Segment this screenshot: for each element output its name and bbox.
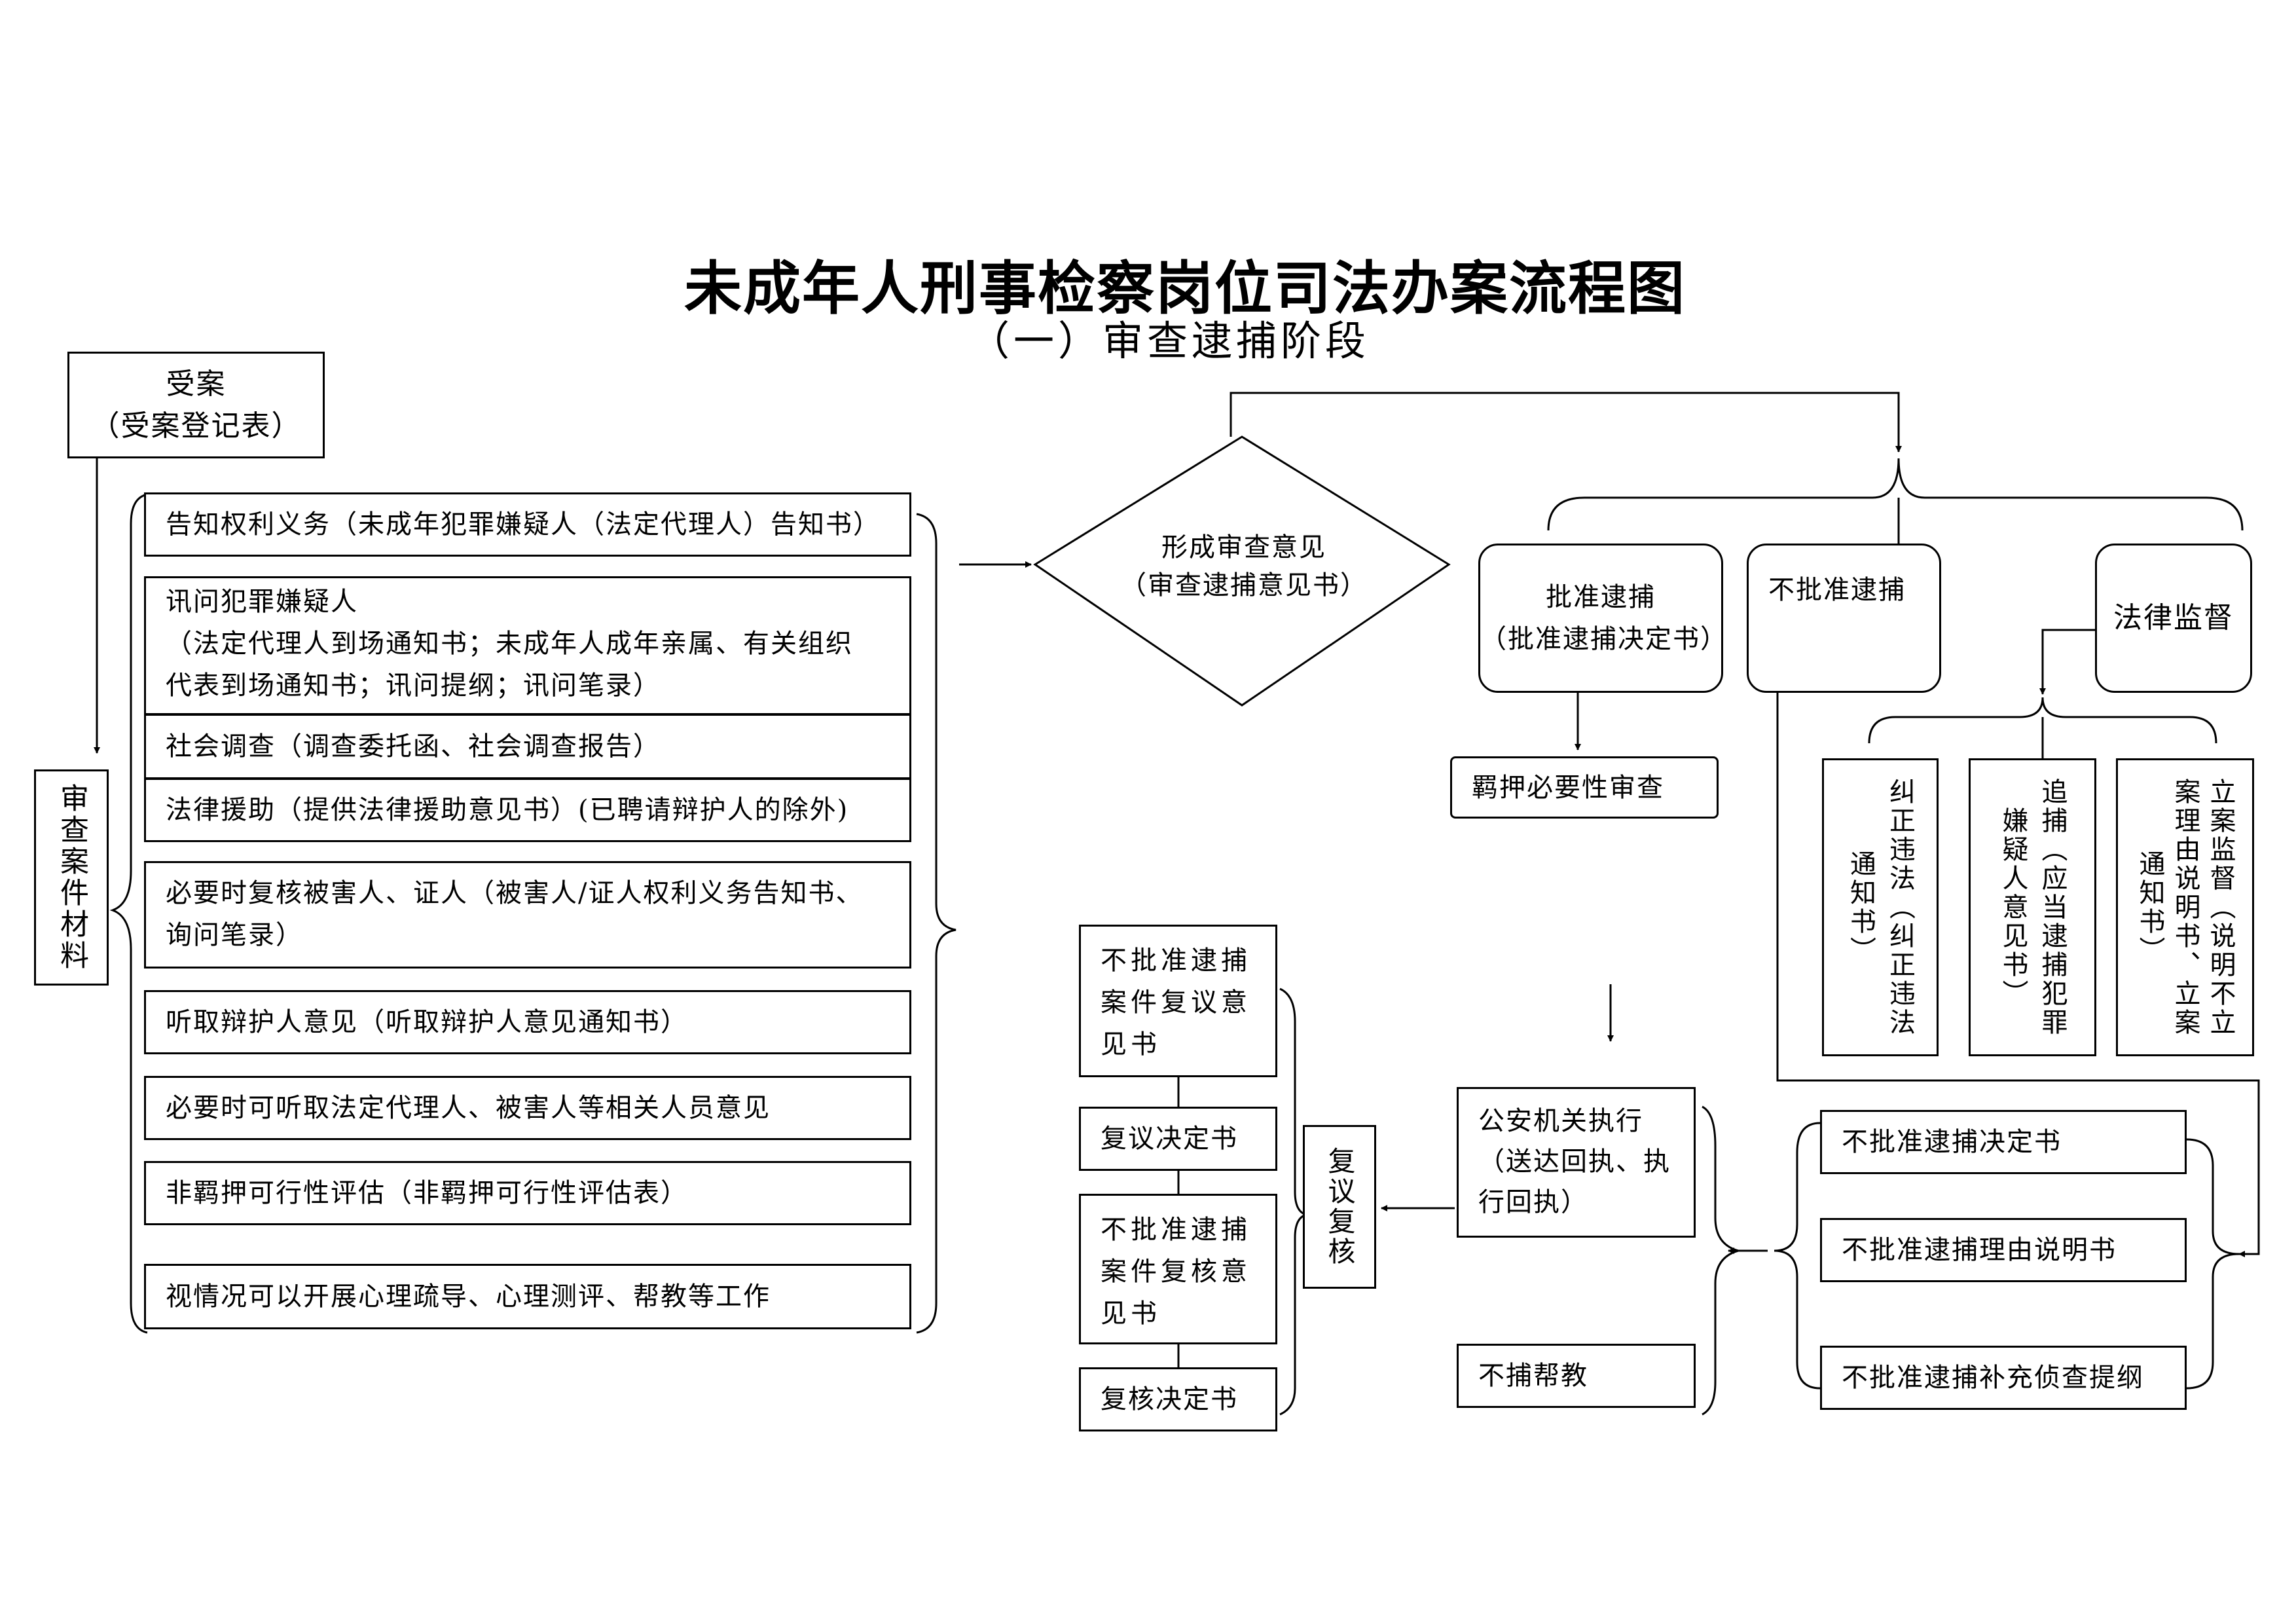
doc-reject-decision-text: 不批准逮捕决定书 [1842,1127,2062,1157]
police-help-brace [1702,1105,1742,1416]
approve-arrest-title: 批准逮捕 [1546,582,1656,612]
supervision-correct-violation: 纠正违法（纠正违法通知书） [1822,758,1939,1056]
top-three-brace [1547,458,2244,531]
step-rights-notice: 告知权利义务（未成年犯罪嫌疑人（法定代理人）告知书） [144,492,911,557]
reject-arrest-box: 不批准逮捕 [1747,544,1941,693]
detention-review-box: 羁押必要性审查 [1450,756,1719,819]
supervision-pursue-arrest-text: 追捕（应当逮捕犯罪嫌疑人意见书） [1997,777,2068,1037]
doc-reject-reasons-text: 不批准逮捕理由说明书 [1842,1235,2117,1265]
supervision-pursue-arrest: 追捕（应当逮捕犯罪嫌疑人意见书） [1969,758,2096,1056]
step-non-custody-assessment-text: 非羁押可行性评估（非羁押可行性评估表） [166,1178,688,1208]
supervision-branch [2039,629,2095,695]
step-witness-review-text: 必要时复核被害人、证人（被害人/证人权利义务告知书、询问笔录） [166,878,864,950]
step-related-opinions-text: 必要时可听取法定代理人、被害人等相关人员意见 [166,1093,771,1123]
intake-label: 受案 [166,367,227,401]
decision-title: 形成审查意见 [1161,532,1326,563]
step-social-survey: 社会调查（调查委托函、社会调查报告） [144,714,911,779]
reject-docs-left-brace [1774,1122,1821,1390]
decision-label: 形成审查意见 （审查逮捕意见书） [1087,530,1401,602]
right-brace [916,513,957,1334]
doc-review-opinion-text: 不批准逮捕案件复核意见书 [1101,1215,1251,1329]
review-materials-box: 审查案件材料 [34,769,109,986]
step-defense-opinion-text: 听取辩护人意见（听取辩护人意见通知书） [166,1007,688,1037]
step-non-custody-assessment: 非羁押可行性评估（非羁押可行性评估表） [144,1161,911,1225]
intake-doc: （受案登记表） [90,409,302,443]
doc-reject-decision: 不批准逮捕决定书 [1820,1110,2187,1174]
detention-review-label: 羁押必要性审查 [1472,772,1664,803]
supervision-brace [1868,697,2217,744]
doc-reconsider-decision-text: 复议决定书 [1101,1124,1238,1154]
supervision-correct-violation-text: 纠正违法（纠正违法通知书） [1846,777,1915,1037]
doc-review-opinion: 不批准逮捕案件复核意见书 [1079,1194,1277,1344]
left-brace [109,493,148,1334]
supervision-case-filing-text: 立案监督（说明不立案理由说明书、立案通知书） [2134,777,2236,1037]
doc-reconsider-opinion-text: 不批准逮捕案件复议意见书 [1101,946,1251,1060]
doc-reject-supplement-text: 不批准逮捕补充侦查提纲 [1842,1363,2144,1393]
legal-supervision-title: 法律监督 [2113,601,2234,635]
step-interrogation-title: 讯问犯罪嫌疑人 [166,587,358,617]
doc-review-decision: 复核决定书 [1079,1367,1277,1431]
doc-reject-reasons: 不批准逮捕理由说明书 [1820,1218,2187,1282]
doc-reconsider-decision: 复议决定书 [1079,1107,1277,1171]
reject-arrest-title: 不批准逮捕 [1768,575,1906,605]
reconsider-review-label: 复议复核 [1324,1147,1356,1267]
step-witness-review: 必要时复核被害人、证人（被害人/证人权利义务告知书、询问笔录） [144,861,911,969]
step-social-survey-text: 社会调查（调查委托函、社会调查报告） [166,731,661,762]
decision-diamond [1033,435,1451,707]
intake-box: 受案 （受案登记表） [67,352,325,458]
approve-arrest-doc: （批准逮捕决定书） [1480,624,1728,654]
doc-reject-supplement: 不批准逮捕补充侦查提纲 [1820,1346,2187,1410]
approve-arrest-box: 批准逮捕 （批准逮捕决定书） [1478,544,1728,693]
doc-review-decision-text: 复核决定书 [1101,1384,1238,1414]
no-arrest-help-label: 不捕帮教 [1478,1361,1588,1391]
step-rights-notice-text: 告知权利义务（未成年犯罪嫌疑人（法定代理人）告知书） [166,509,881,540]
page-subtitle: （一）审查逮捕阶段 [969,317,1370,365]
step-defense-opinion: 听取辩护人意见（听取辩护人意见通知书） [144,990,911,1054]
review-materials-label: 审查案件材料 [55,783,88,972]
decision-doc: （审查逮捕意见书） [1120,570,1368,600]
no-arrest-help-box: 不捕帮教 [1457,1344,1696,1408]
step-psych-support: 视情况可以开展心理疏导、心理测评、帮教等工作 [144,1264,911,1329]
loop-top [1230,392,1902,452]
reconsider-review-box: 复议复核 [1303,1125,1376,1289]
supervision-case-filing: 立案监督（说明不立案理由说明书、立案通知书） [2116,758,2254,1056]
police-execution-box: 公安机关执行（送达回执、执行回执） [1457,1087,1696,1238]
legal-supervision-box: 法律监督 [2095,544,2252,693]
reconsider-docs-brace [1279,987,1310,1416]
step-legal-aid-text: 法律援助（提供法律援助意见书）(已聘请辩护人的除外) [166,795,849,825]
step-interrogation: 讯问犯罪嫌疑人 （法定代理人到场通知书；未成年人成年亲属、有关组织代表到场通知书… [144,576,911,715]
police-execution-text: 公安机关执行（送达回执、执行回执） [1478,1106,1671,1217]
reject-path [1776,693,2260,1257]
step-psych-support-text: 视情况可以开展心理疏导、心理测评、帮教等工作 [166,1282,771,1312]
step-legal-aid: 法律援助（提供法律援助意见书）(已聘请辩护人的除外) [144,778,911,842]
doc-reconsider-opinion: 不批准逮捕案件复议意见书 [1079,925,1277,1077]
page-title: 未成年人刑事检察岗位司法办案流程图 [683,255,1686,322]
reject-docs-right-brace [2186,1138,2240,1390]
step-related-opinions: 必要时可听取法定代理人、被害人等相关人员意见 [144,1076,911,1140]
step-interrogation-docs: （法定代理人到场通知书；未成年人成年亲属、有关组织代表到场通知书；讯问提纲；讯问… [166,629,853,701]
